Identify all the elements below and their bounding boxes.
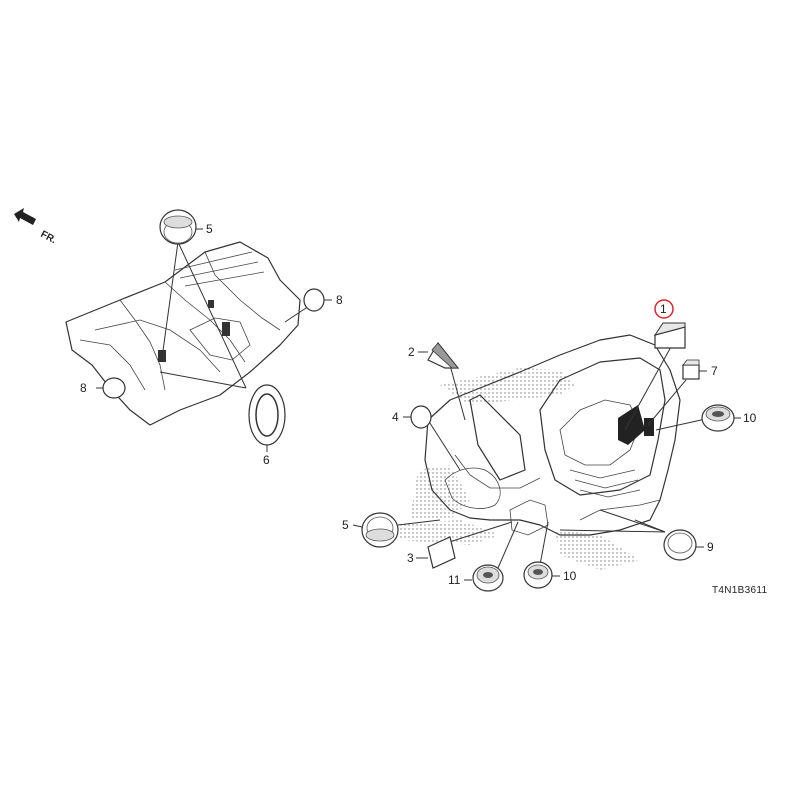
- plug-4: [410, 405, 432, 429]
- front-leader-lines: [159, 241, 319, 389]
- diagram-code: T4N1B3611: [712, 585, 767, 596]
- callout-10-upper: 10: [743, 411, 757, 425]
- callout-2: 2: [408, 345, 415, 359]
- callout-4: 4: [392, 410, 399, 424]
- grommet-10-lower: [523, 561, 553, 589]
- front-arrow-icon: [14, 208, 36, 225]
- callout-1: 1: [660, 302, 667, 316]
- grommet-6: [248, 384, 286, 446]
- rear-body-assembly: [395, 334, 681, 570]
- grommet-9: [663, 529, 697, 561]
- callout-8-lower: 8: [80, 381, 87, 395]
- highlight-ring: [654, 299, 674, 319]
- plug-8-upper: [303, 288, 325, 312]
- front-direction-indicator: FR.: [14, 208, 58, 246]
- grommet-11: [472, 564, 504, 592]
- rear-leader-lines: [397, 344, 711, 569]
- callout-8-upper: 8: [336, 293, 343, 307]
- callout-7: 7: [711, 364, 718, 378]
- pad-7: [682, 359, 700, 380]
- front-direction-label: FR.: [39, 229, 59, 246]
- grommet-10-upper: [701, 404, 735, 432]
- plug-8-lower: [102, 377, 126, 399]
- callout-6: 6: [263, 453, 270, 467]
- callout-3: 3: [407, 551, 414, 565]
- callout-5-front: 5: [206, 222, 213, 236]
- callout-11: 11: [448, 573, 461, 587]
- grommet-5-front: [159, 209, 197, 245]
- grommet-5-rear: [361, 512, 399, 548]
- callout-5-rear: 5: [342, 518, 349, 532]
- callout-9: 9: [707, 540, 714, 554]
- pad-2: [427, 341, 460, 369]
- pad-3: [427, 536, 456, 569]
- callout-10-lower: 10: [563, 569, 577, 583]
